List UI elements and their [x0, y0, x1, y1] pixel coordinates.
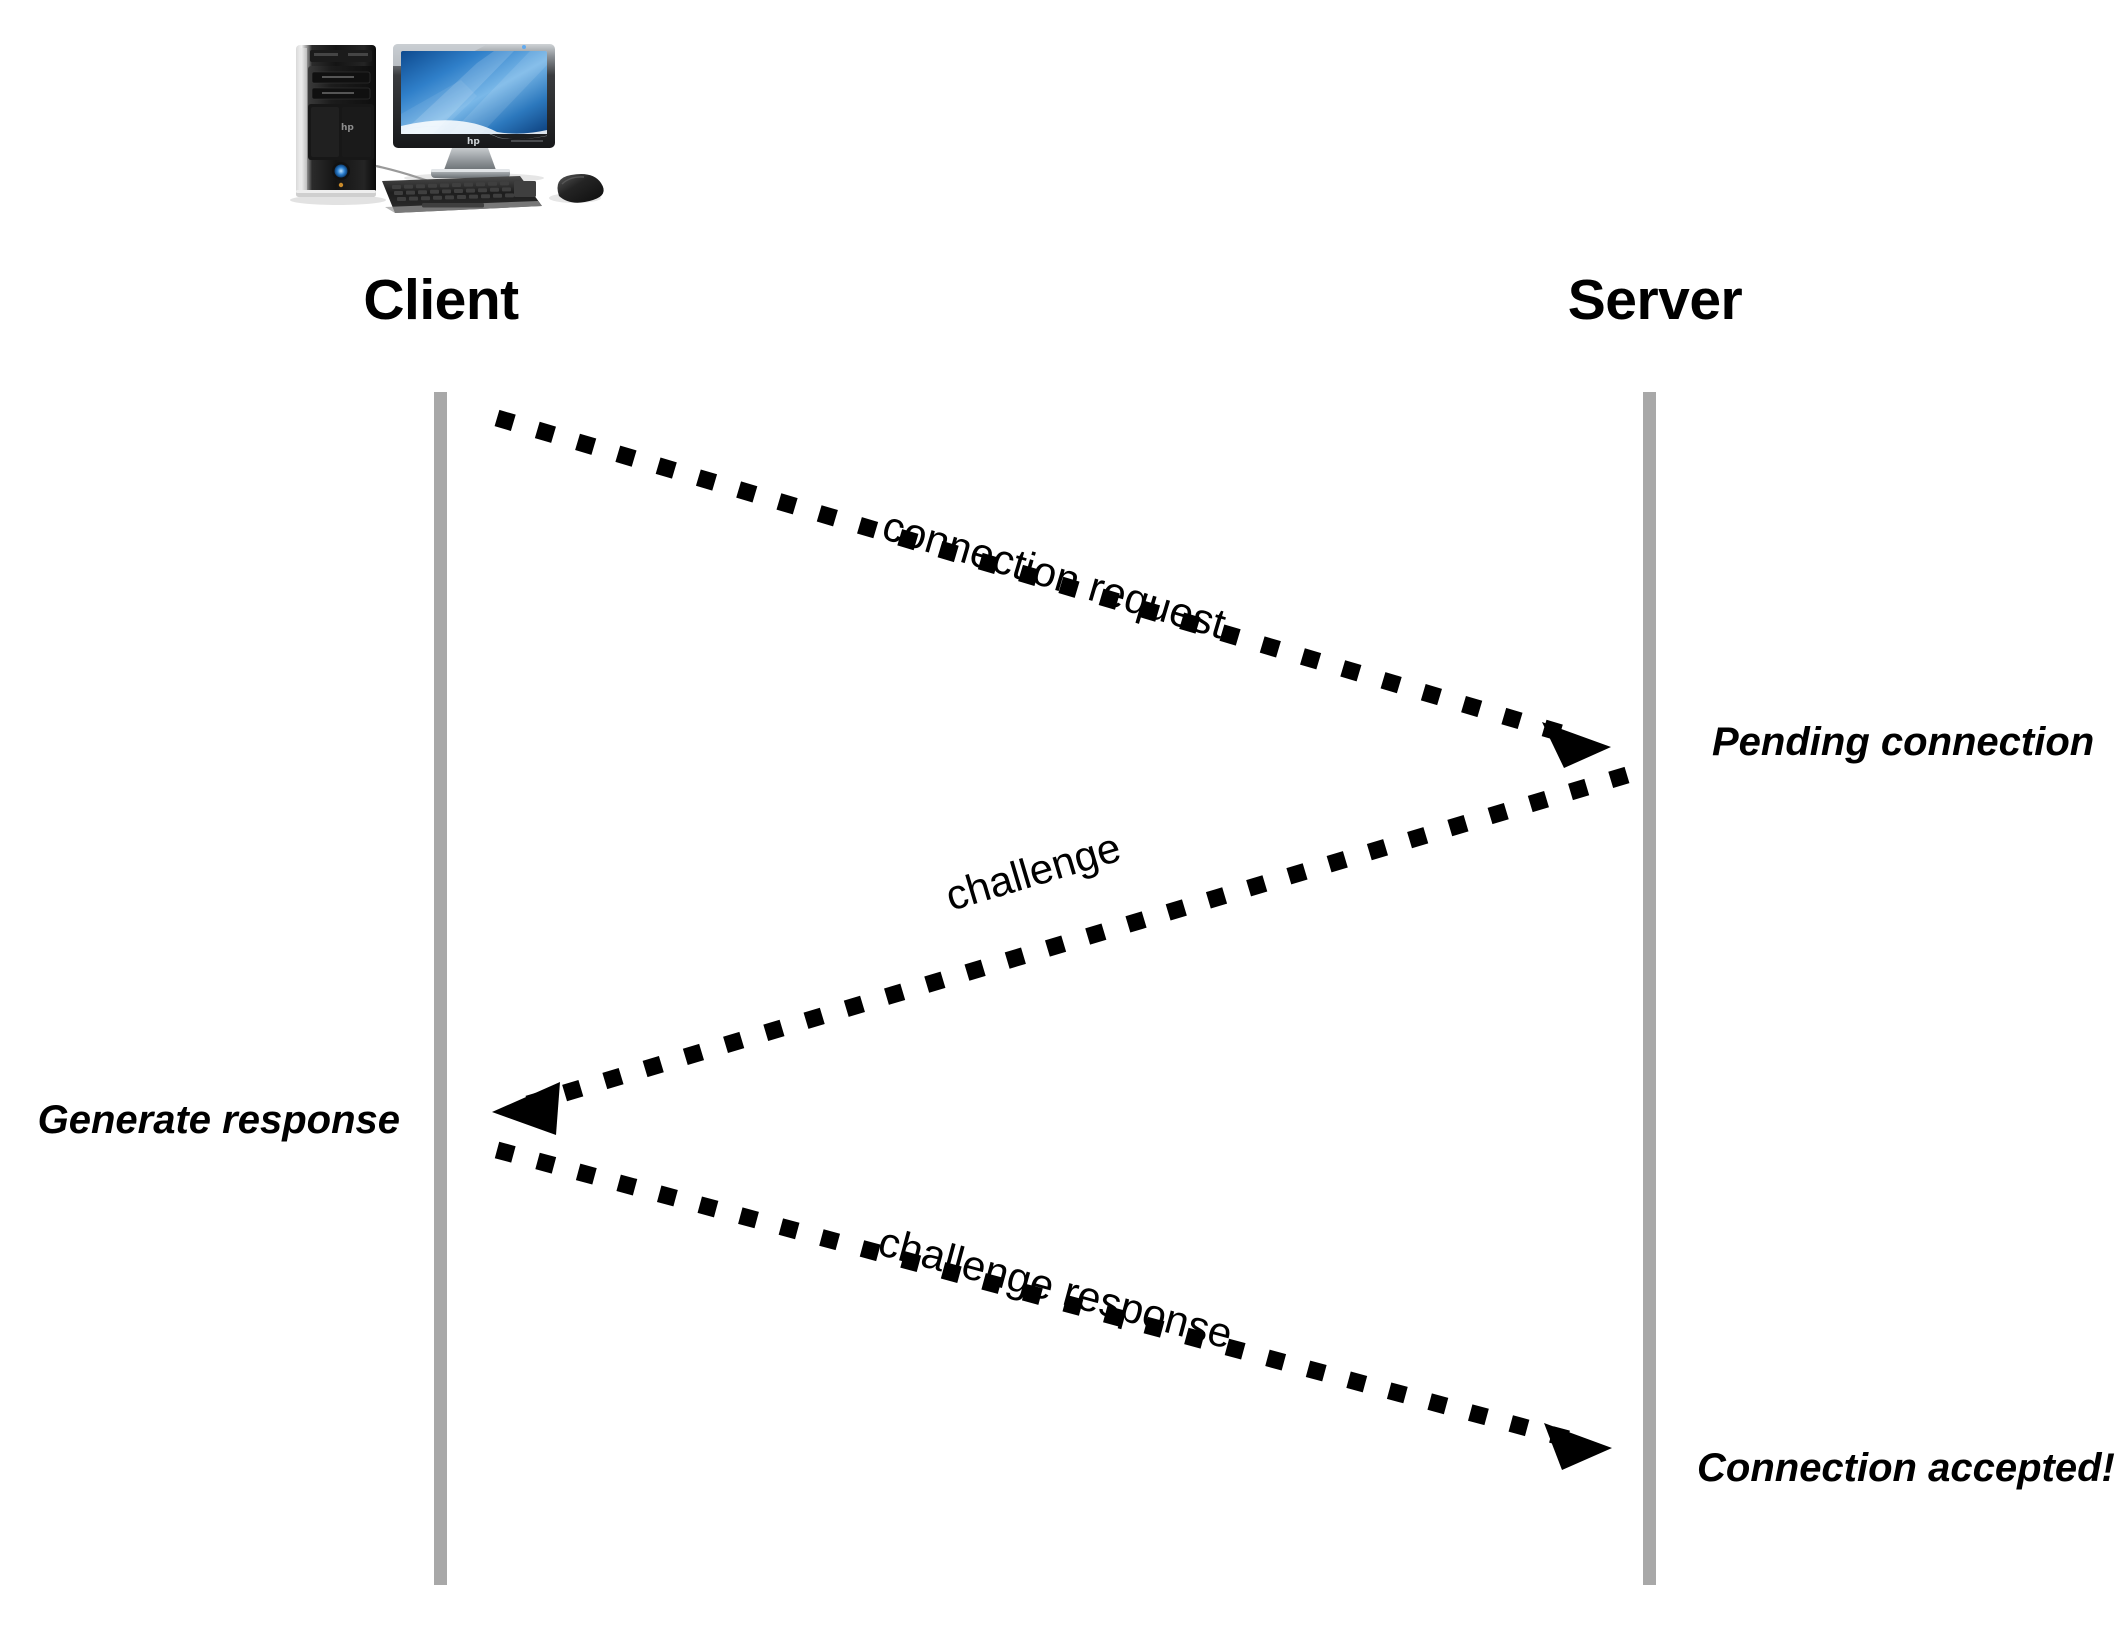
actor-label-client: Client — [363, 268, 519, 332]
message-label-connection-request: connection request — [877, 502, 1231, 648]
message-line-challenge — [525, 766, 1630, 1113]
arrowhead-challenge-response — [1544, 1423, 1612, 1470]
arrowhead-connection-request — [1542, 722, 1611, 768]
arrowhead-challenge — [492, 1082, 560, 1135]
lifeline-server — [1643, 392, 1656, 1585]
message-line-connection-request — [494, 409, 1581, 747]
message-label-challenge: challenge — [940, 823, 1126, 919]
svg-text:hp: hp — [467, 137, 480, 147]
message-label-challenge-response: challenge response — [874, 1217, 1238, 1357]
actor-label-server: Server — [1567, 268, 1743, 332]
desktop-computer-icon: hp hp — [262, 18, 632, 223]
message-connection-request: connection request — [494, 409, 1611, 768]
message-challenge-response: challenge response — [494, 1141, 1612, 1470]
lifeline-client — [434, 392, 447, 1585]
note-connection-accepted: Connection accepted! — [1697, 1446, 2115, 1490]
svg-text:hp: hp — [341, 123, 354, 133]
note-pending-connection: Pending connection — [1712, 720, 2095, 764]
message-challenge: challenge — [492, 766, 1630, 1135]
message-line-challenge-response — [494, 1141, 1575, 1449]
note-generate-response: Generate response — [37, 1098, 400, 1142]
